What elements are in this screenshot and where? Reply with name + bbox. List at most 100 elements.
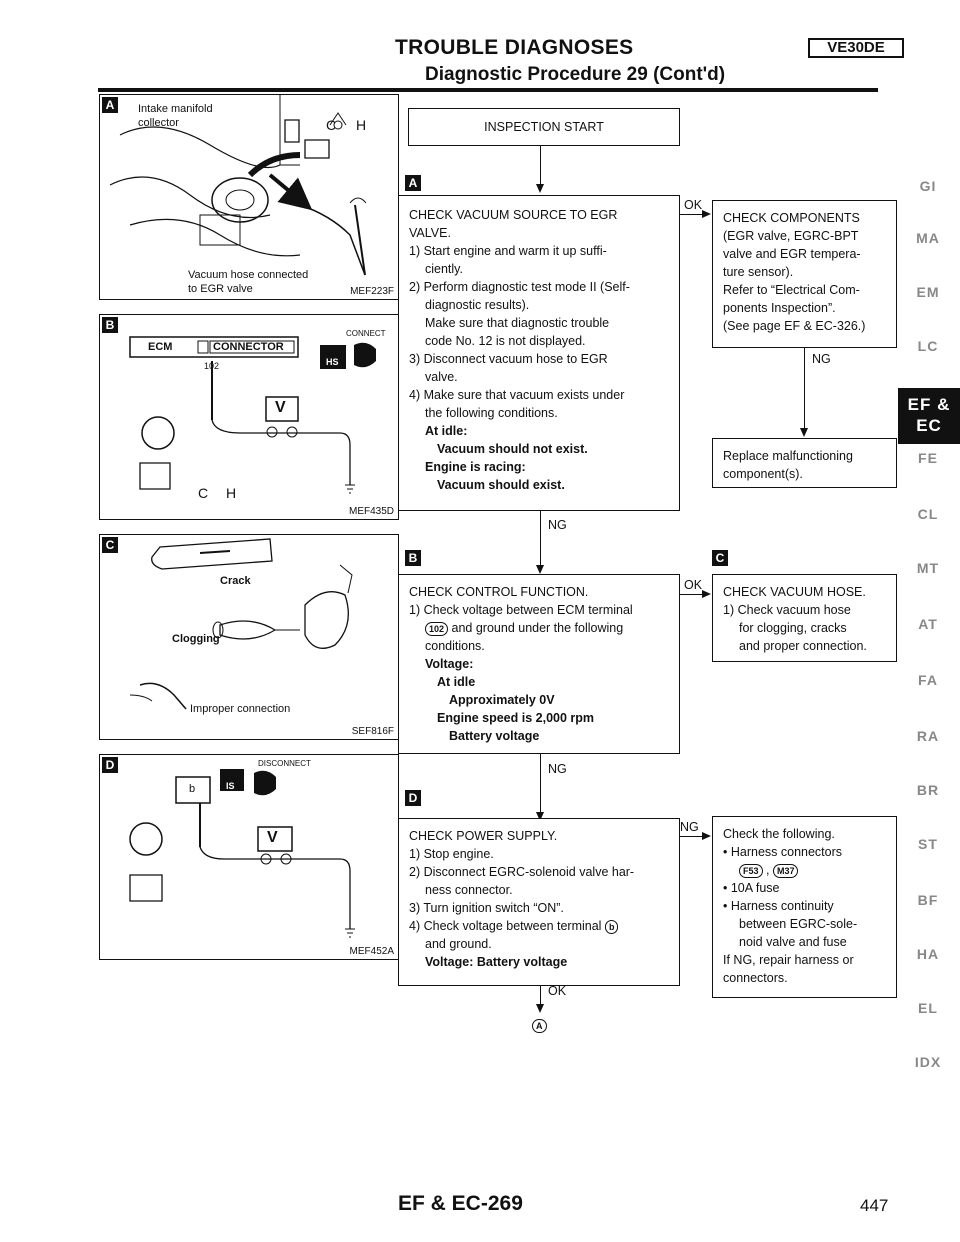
step-d-box: CHECK POWER SUPPLY. 1) Stop engine. 2) D… <box>398 818 680 986</box>
replace-component-box: Replace malfunctioning component(s). <box>712 438 897 488</box>
figure-b: B ECM CONNECTOR 102 CONNECT HS V C H MEF… <box>99 314 399 520</box>
step-b-text: 1) Check voltage between ECM terminal <box>409 603 633 617</box>
check-following-text: noid valve and fuse <box>739 935 847 949</box>
side-tab-ha[interactable]: HA <box>916 946 940 962</box>
figure-label: H <box>226 485 237 501</box>
step-b-text: 102 and ground under the following <box>409 619 669 637</box>
step-b-text: conditions. <box>425 639 485 653</box>
step-b-condition: Battery voltage <box>449 729 540 743</box>
step-a-text: valve. <box>425 370 458 384</box>
figure-label: CONNECT <box>346 329 386 338</box>
figure-code: MEF435D <box>348 506 394 517</box>
flow-arrow <box>702 590 711 598</box>
figure-letter: D <box>102 757 118 773</box>
side-tab-fe[interactable]: FE <box>918 450 938 466</box>
side-tab-fa[interactable]: FA <box>918 672 938 688</box>
step-a-text: VALVE. <box>409 226 451 240</box>
figure-label: V <box>267 829 278 846</box>
side-tab-cl[interactable]: CL <box>917 506 939 522</box>
figure-label: DISCONNECT <box>258 759 311 768</box>
side-tab-idx[interactable]: IDX <box>914 1054 942 1070</box>
check-following-text: • Harness connectors <box>723 845 843 859</box>
step-a-text: 1) Start engine and warm it up suffi- <box>409 244 607 258</box>
figure-label: C <box>326 117 337 133</box>
step-a-text: Make sure that diagnostic trouble <box>425 316 610 330</box>
step-a-condition: Vacuum should exist. <box>437 478 565 492</box>
terminal-b-ref: b <box>604 920 619 934</box>
figure-code: MEF452A <box>349 946 394 957</box>
step-a-text: 3) Disconnect vacuum hose to EGR <box>409 352 608 366</box>
side-tab-st[interactable]: ST <box>918 836 938 852</box>
terminal-102-ref: 102 <box>425 622 449 636</box>
check-following-text: connectors. <box>723 971 788 985</box>
side-tab-bf[interactable]: BF <box>917 892 939 908</box>
figure-label: Clogging <box>172 633 220 645</box>
step-b-condition: Voltage: <box>425 657 474 671</box>
figure-letter: A <box>102 97 118 113</box>
side-tab-lc[interactable]: LC <box>917 338 939 354</box>
step-b-text-cont: and ground under the following <box>451 621 624 635</box>
check-following-text: • Harness continuity <box>723 899 834 913</box>
step-letter-b: B <box>405 550 421 566</box>
side-tab-em[interactable]: EM <box>916 284 940 300</box>
side-tab-mt[interactable]: MT <box>916 560 940 576</box>
flow-connector <box>680 594 704 595</box>
header-rule <box>98 88 878 92</box>
step-d-text: 2) Disconnect EGRC-solenoid valve har- <box>409 865 635 879</box>
step-letter-d: D <box>405 790 421 806</box>
step-c-box: CHECK VACUUM HOSE. 1) Check vacuum hose … <box>712 574 897 662</box>
connector-f53-ref: F53 <box>739 864 763 878</box>
figure-label: V <box>275 399 286 416</box>
figure-label: b <box>189 783 196 795</box>
side-tab-ma[interactable]: MA <box>916 230 940 246</box>
flow-arrow <box>536 565 544 574</box>
components-text: ponents Inspection”. <box>723 301 836 315</box>
step-d-heading: CHECK POWER SUPPLY. <box>409 829 558 843</box>
side-tab-at[interactable]: AT <box>918 616 938 632</box>
figure-label: IS <box>226 781 235 791</box>
flow-connector <box>540 754 541 814</box>
figure-code: SEF816F <box>351 726 394 737</box>
engine-badge: VE30DE <box>808 38 904 58</box>
connector-separator: , <box>766 863 770 877</box>
connector-m37-ref: M37 <box>772 864 799 878</box>
step-c-text: for clogging, cracks <box>739 621 847 635</box>
flow-connector <box>680 214 704 215</box>
figure-label: Improper connection <box>190 703 291 715</box>
power-supply-diagram <box>129 769 355 938</box>
page-title: TROUBLE DIAGNOSES <box>395 36 634 59</box>
step-a-condition: At idle: <box>425 424 468 438</box>
footer-page-number: 447 <box>860 1196 889 1215</box>
components-text: (See page EF & EC-326.) <box>723 319 866 333</box>
side-tab-el[interactable]: EL <box>918 1000 938 1016</box>
side-tab-gi[interactable]: GI <box>919 178 937 194</box>
step-letter-a: A <box>405 175 421 191</box>
step-a-box: CHECK VACUUM SOURCE TO EGR VALVE. 1) Sta… <box>398 195 680 511</box>
inspection-start-box: INSPECTION START <box>408 108 680 146</box>
figure-d: D DISCONNECT b IS V MEF452A <box>99 754 399 960</box>
step-c-text: and proper connection. <box>739 639 867 653</box>
figure-label: Intake manifold <box>138 103 213 115</box>
step-a-text: diagnostic results). <box>425 298 530 312</box>
step-a-condition: Vacuum should not exist. <box>437 442 588 456</box>
figure-letter: B <box>102 317 118 333</box>
flow-connector <box>540 146 541 184</box>
side-tab-ef-ec-line1: EF & <box>907 395 951 414</box>
side-tab-br[interactable]: BR <box>916 782 940 798</box>
step-b-condition: At idle <box>437 675 476 689</box>
flow-arrow <box>536 184 544 193</box>
step-d-text: 1) Stop engine. <box>409 847 494 861</box>
step-d-text: ness connector. <box>425 883 513 897</box>
check-components-box: CHECK COMPONENTS (EGR valve, EGRC-BPT va… <box>712 200 897 348</box>
step-d-condition: Voltage: Battery voltage <box>425 955 568 969</box>
figure-label: 102 <box>204 361 220 371</box>
check-following-text: F53 , M37 <box>723 861 886 879</box>
components-text: (EGR valve, EGRC-BPT <box>723 229 859 243</box>
side-tab-ef-ec[interactable]: EF & EC <box>898 388 960 444</box>
step-d-text: and ground. <box>425 937 492 951</box>
step-letter-c: C <box>712 550 728 566</box>
side-tab-ra[interactable]: RA <box>916 728 940 744</box>
flow-arrow <box>800 428 808 437</box>
figure-letter: C <box>102 537 118 553</box>
flow-connector <box>680 836 704 837</box>
